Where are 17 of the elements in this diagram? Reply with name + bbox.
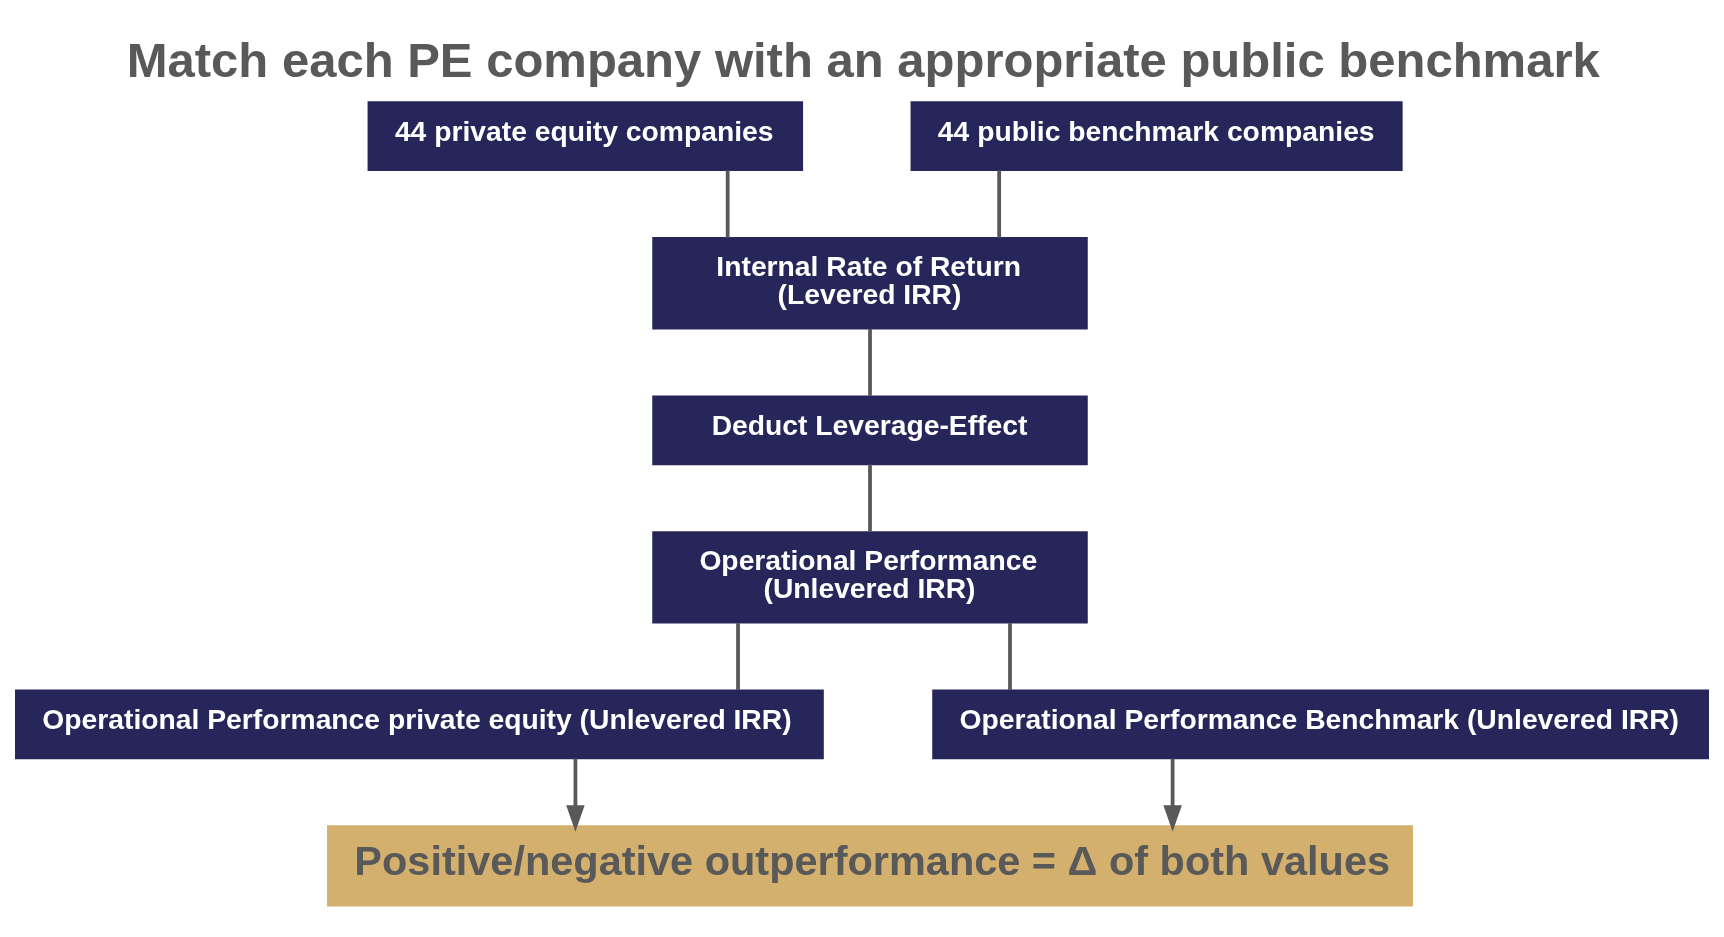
- diagram-title: Match each PE company with an appropriate public benchmark: [126, 32, 1600, 87]
- node-box: Deduct Leverage-Effect: [652, 394, 1088, 465]
- arrow: [1163, 758, 1182, 832]
- node-box: Internal Rate of Return (Levered IRR): [652, 236, 1088, 329]
- node-box: 44 private equity companies: [367, 100, 804, 171]
- arrow: [566, 758, 585, 832]
- connector: [868, 463, 872, 532]
- node-box: Operational Performance Benchmark (Unlevered IRR): [932, 689, 1709, 759]
- node-box: Operational Performance private equity (Unlevered IRR): [15, 689, 824, 759]
- connector: [725, 169, 730, 238]
- node-box: Positive/negative outperformance = Δ of both values: [327, 824, 1413, 906]
- connector: [1008, 622, 1012, 690]
- node-box: 44 public benchmark companies: [910, 100, 1403, 171]
- connector: [868, 328, 872, 396]
- connector: [997, 169, 1002, 238]
- connector: [736, 622, 740, 690]
- node-box: Operational Performance (Unlevered IRR): [652, 530, 1088, 624]
